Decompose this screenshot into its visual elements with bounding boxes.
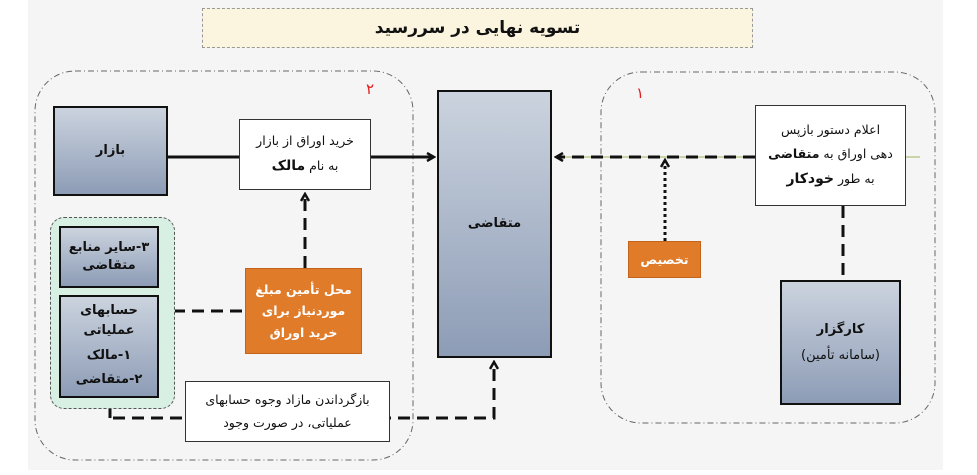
market-box: بازار bbox=[53, 106, 168, 196]
applicant-box: متقاضی bbox=[437, 90, 552, 358]
region-1-label: ۱ bbox=[636, 84, 645, 102]
broker-box: کارگزار (سامانه تأمین) bbox=[780, 280, 901, 405]
buy-securities-box: خرید اوراق از بازار به نام مالک bbox=[239, 119, 371, 190]
buy-line-2: به نام مالک bbox=[272, 153, 339, 180]
region-2-label: ۲ bbox=[366, 80, 375, 98]
operational-accounts-box: حسابهای عملیاتی ۱-مالک ۲-متقاضی bbox=[59, 295, 159, 398]
broker-label: کارگزار bbox=[816, 321, 865, 337]
announce-line-2-bold: متقاضی bbox=[768, 146, 820, 162]
refund-box: بازگرداندن مازاد وجوه حسابهای عملیاتی، د… bbox=[185, 381, 390, 442]
allocation-box: تخصیص bbox=[628, 241, 701, 278]
announce-line-1: اعلام دستور بازپس bbox=[780, 122, 881, 138]
operational-accounts-label: حسابهای عملیاتی bbox=[80, 303, 138, 338]
buy-line-2-prefix: به نام bbox=[309, 158, 339, 174]
announce-line-3-bold: خودکار bbox=[786, 170, 834, 187]
funding-source-box: محل تأمین مبلغ موردنیاز برای خرید اوراق bbox=[245, 268, 362, 354]
page-title: تسویه نهایی در سررسید bbox=[202, 8, 753, 48]
buy-line-1: خرید اوراق از بازار bbox=[256, 133, 354, 149]
announce-line-3-prefix: به طور bbox=[837, 170, 875, 186]
region-2-border bbox=[34, 70, 414, 461]
announce-box: اعلام دستور بازپس دهی اوراق به متقاضی به… bbox=[755, 105, 906, 206]
announce-line-3: به طور خودکار bbox=[786, 166, 874, 193]
announce-line-2-prefix: دهی اوراق به bbox=[823, 146, 893, 162]
other-sources-box: ۳-سایر منابع متقاضی bbox=[59, 226, 159, 288]
region-1-border bbox=[600, 71, 936, 424]
buy-line-2-bold: مالک bbox=[271, 158, 306, 175]
announce-line-2: دهی اوراق به متقاضی bbox=[768, 142, 893, 166]
owner-item: ۱-مالک bbox=[86, 348, 132, 363]
applicant-item: ۲-متقاضی bbox=[75, 371, 143, 387]
refund-arrow bbox=[113, 362, 494, 420]
broker-sub-label: (سامانه تأمین) bbox=[801, 347, 881, 363]
